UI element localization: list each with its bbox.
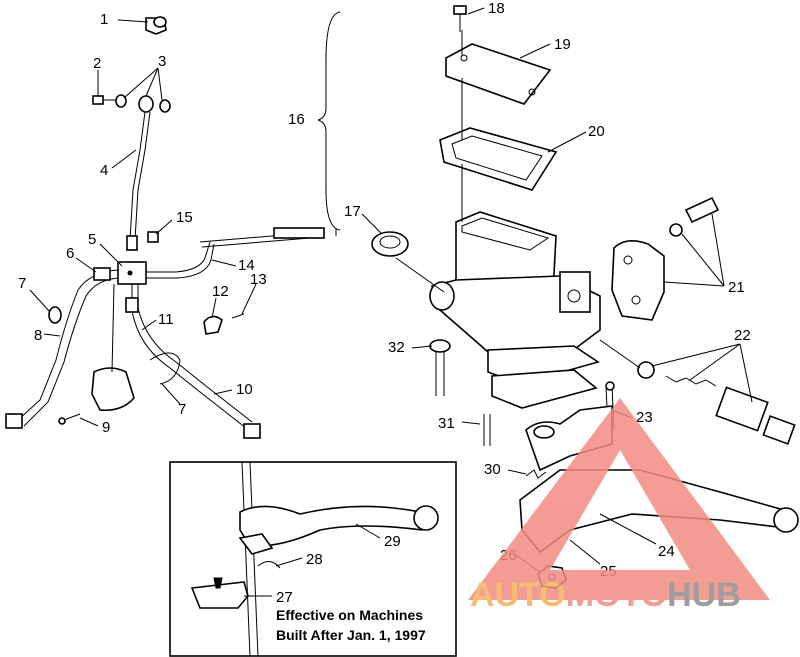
svg-text:AUTOMOTOHUB: AUTOMOTOHUB	[470, 576, 741, 614]
callout-27: 27	[276, 589, 293, 606]
callout-2: 2	[93, 55, 101, 72]
master-cylinder-assembly	[317, 5, 799, 589]
callout-20: 20	[588, 123, 605, 140]
callout-labels: 1 2 3 4 5 6 7 7 8 9 10 11 12 13 14 15 16…	[18, 0, 751, 606]
callout-10: 10	[236, 381, 253, 398]
callout-16: 16	[288, 111, 305, 128]
callout-31: 31	[438, 415, 455, 432]
callout-22: 22	[734, 327, 751, 344]
watermark-triangle-icon	[468, 398, 770, 600]
callout-8: 8	[34, 327, 42, 344]
callout-9: 9	[102, 419, 110, 436]
callout-4: 4	[100, 162, 108, 179]
callout-7b: 7	[178, 401, 186, 418]
watermark-text-auto: AUTO	[470, 576, 566, 614]
inset-note-line1: Effective on Machines	[276, 607, 423, 623]
callout-29: 29	[384, 533, 401, 550]
callout-11: 11	[158, 311, 174, 328]
brake-line-assembly	[5, 16, 325, 439]
inset-box	[169, 461, 457, 657]
callout-18: 18	[488, 0, 505, 17]
inset-note-line2: Built After Jan. 1, 1997	[276, 627, 426, 643]
leader-lines	[29, 7, 753, 597]
callout-5: 5	[88, 231, 96, 248]
callout-6: 6	[66, 245, 74, 262]
callout-17: 17	[344, 203, 361, 220]
watermark-logo: AUTOMOTOHUB	[468, 398, 770, 614]
watermark-text-hub: HUB	[667, 576, 741, 614]
callout-7a: 7	[18, 275, 26, 292]
callout-14: 14	[238, 257, 255, 274]
callout-19: 19	[554, 36, 571, 53]
watermark-text-moto: MOTO	[566, 576, 667, 614]
callout-1: 1	[100, 11, 108, 28]
callout-13: 13	[250, 271, 267, 288]
callout-21: 21	[728, 279, 745, 296]
callout-30: 30	[484, 461, 501, 478]
callout-28: 28	[306, 551, 323, 568]
callout-24: 24	[658, 543, 675, 560]
callout-12: 12	[212, 283, 229, 300]
callout-32: 32	[388, 339, 405, 356]
callout-23: 23	[636, 409, 653, 426]
callout-3: 3	[158, 53, 166, 70]
callout-15: 15	[176, 209, 193, 226]
